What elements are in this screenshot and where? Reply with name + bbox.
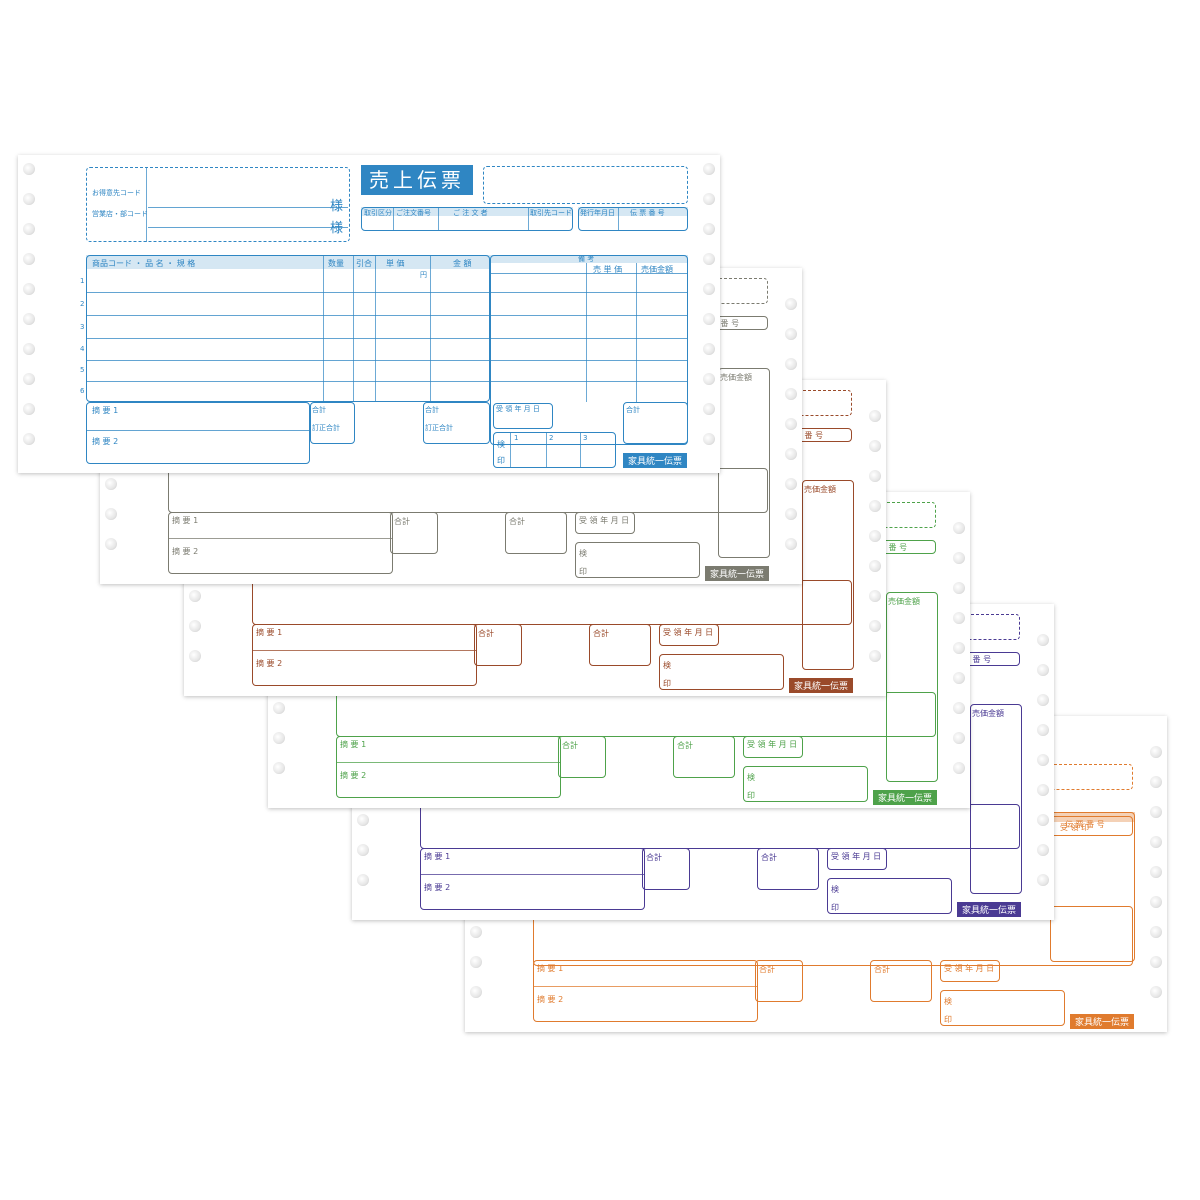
feed-holes-left — [18, 155, 40, 473]
total-label: 合計 — [478, 629, 494, 638]
inspect-label-1: 検 — [831, 885, 839, 894]
teisei-label: 訂正合計 — [312, 424, 340, 432]
footer-badge: 家具統一伝票 — [705, 566, 770, 581]
receive-date-label: 受 領 年 月 日 — [831, 852, 882, 861]
inspect-label-1: 検 — [663, 661, 671, 670]
summary2-label: 摘 要 2 — [340, 771, 367, 780]
stamp-3: 3 — [583, 434, 588, 442]
footer-badge: 家具統一伝票 — [873, 790, 938, 805]
feed-holes-right — [1032, 604, 1054, 920]
total-label-2: 合計 — [874, 965, 890, 974]
footer-badge: 家具統一伝票 — [789, 678, 854, 693]
footer-badge: 家具統一伝票 — [623, 453, 688, 468]
total-label-2: 合計 — [425, 406, 439, 414]
sale-amount-header: 売価金額 — [641, 265, 673, 274]
sale-amount-label: 売価金額 — [804, 485, 836, 494]
receive-date-label: 受 領 年 月 日 — [663, 628, 714, 637]
inspect-label-1: 検 — [747, 773, 755, 782]
issue-date-label: 発行年月日 — [580, 209, 615, 217]
total-label-2: 合計 — [677, 741, 693, 750]
summary1-label: 摘 要 1 — [340, 740, 367, 749]
row-number-2: 2 — [80, 300, 85, 308]
row-number-1: 1 — [80, 277, 85, 285]
inspect-label-1: 検 — [497, 440, 505, 449]
receive-date-label: 受 領 年 月 日 — [944, 964, 995, 973]
total-label-2: 合計 — [509, 517, 525, 526]
receive-date-label: 受 領 年 月 日 — [579, 516, 630, 525]
total-label: 合計 — [312, 406, 326, 414]
slip-no-label: 伝 票 番 号 — [630, 209, 665, 217]
inspect-label-2: 印 — [579, 567, 587, 576]
stamp-1: 1 — [514, 434, 519, 442]
row-number-4: 4 — [80, 345, 85, 353]
order-text-label: ご 注 文 者 — [453, 209, 488, 217]
sama-1: 様 — [330, 199, 344, 214]
total-label-3: 合計 — [626, 406, 640, 414]
row-number-5: 5 — [80, 366, 85, 374]
stamp-2: 2 — [549, 434, 554, 442]
footer-badge: 家具統一伝票 — [1070, 1014, 1135, 1029]
receive-date-label: 受 領 年 月 日 — [496, 405, 540, 413]
total-label-2: 合計 — [761, 853, 777, 862]
torihiki-kubun-label: 取引区分 — [364, 209, 392, 217]
total-label-2: 合計 — [593, 629, 609, 638]
feed-holes-right — [948, 492, 970, 808]
inspect-label-2: 印 — [497, 456, 505, 465]
inspect-label-1: 検 — [944, 997, 952, 1006]
summary1-label: 摘 要 1 — [172, 516, 199, 525]
feed-holes-right — [780, 268, 802, 584]
summary2-label: 摘 要 2 — [92, 437, 119, 446]
form-title: 売上伝票 — [361, 165, 473, 195]
footer-badge: 家具統一伝票 — [957, 902, 1022, 917]
inspect-label-2: 印 — [663, 679, 671, 688]
inspect-label-2: 印 — [944, 1015, 952, 1024]
sale-amount-label: 売価金額 — [720, 373, 752, 382]
amount-header: 金 額 — [453, 259, 472, 268]
yen-label: 円 — [420, 271, 427, 279]
order-no-label: ご注文番号 — [396, 209, 431, 217]
summary2-label: 摘 要 2 — [424, 883, 451, 892]
slip-no-label: 票 番 号 — [710, 319, 740, 328]
receive-stamp-label: 受 領 印 — [1060, 823, 1090, 832]
slip-no-label: 票 番 号 — [962, 655, 992, 664]
slip-no-label: 票 番 号 — [878, 543, 908, 552]
slip-no-label: 伝 票 番 号 — [1065, 820, 1105, 829]
product-header: 商品コード ・ 品 名 ・ 規 格 — [92, 259, 196, 268]
sale-amount-label: 売価金額 — [972, 709, 1004, 718]
summary1-label: 摘 要 1 — [424, 852, 451, 861]
feed-holes-right — [864, 380, 886, 696]
slip-no-label: 票 番 号 — [794, 431, 824, 440]
teisei-label-2: 訂正合計 — [425, 424, 453, 432]
slip-copy-blue: お得意先コード 営業店・部コード 様 様 売上伝票 取引区分 ご注文番号 ご 注… — [18, 155, 720, 473]
qty-header: 数量 — [328, 259, 344, 268]
summary1-label: 摘 要 1 — [256, 628, 283, 637]
torihiki-code-label: 取引先コード — [530, 209, 572, 217]
bikou-header: 備 考 — [578, 255, 595, 263]
feed-holes-right — [1145, 716, 1167, 1032]
sale-unit-header: 売 単 価 — [593, 265, 623, 274]
row-number-3: 3 — [80, 323, 85, 331]
hikiai-header: 引合 — [356, 259, 372, 268]
total-label: 合計 — [394, 517, 410, 526]
summary2-label: 摘 要 2 — [256, 659, 283, 668]
sale-amount-label: 売価金額 — [888, 597, 920, 606]
inspect-label-1: 検 — [579, 549, 587, 558]
summary2-label: 摘 要 2 — [537, 995, 564, 1004]
summary1-label: 摘 要 1 — [92, 406, 119, 415]
summary2-label: 摘 要 2 — [172, 547, 199, 556]
unit-price-header: 単 価 — [386, 259, 405, 268]
row-number-6: 6 — [80, 387, 85, 395]
feed-holes-right — [698, 155, 720, 473]
customer-code-label: お得意先コード — [92, 189, 141, 197]
inspect-label-2: 印 — [831, 903, 839, 912]
branch-code-label: 営業店・部コード — [92, 210, 148, 218]
sama-2: 様 — [330, 221, 344, 236]
total-label: 合計 — [646, 853, 662, 862]
summary1-label: 摘 要 1 — [537, 964, 564, 973]
receive-date-label: 受 領 年 月 日 — [747, 740, 798, 749]
total-label: 合計 — [759, 965, 775, 974]
total-label: 合計 — [562, 741, 578, 750]
inspect-label-2: 印 — [747, 791, 755, 800]
